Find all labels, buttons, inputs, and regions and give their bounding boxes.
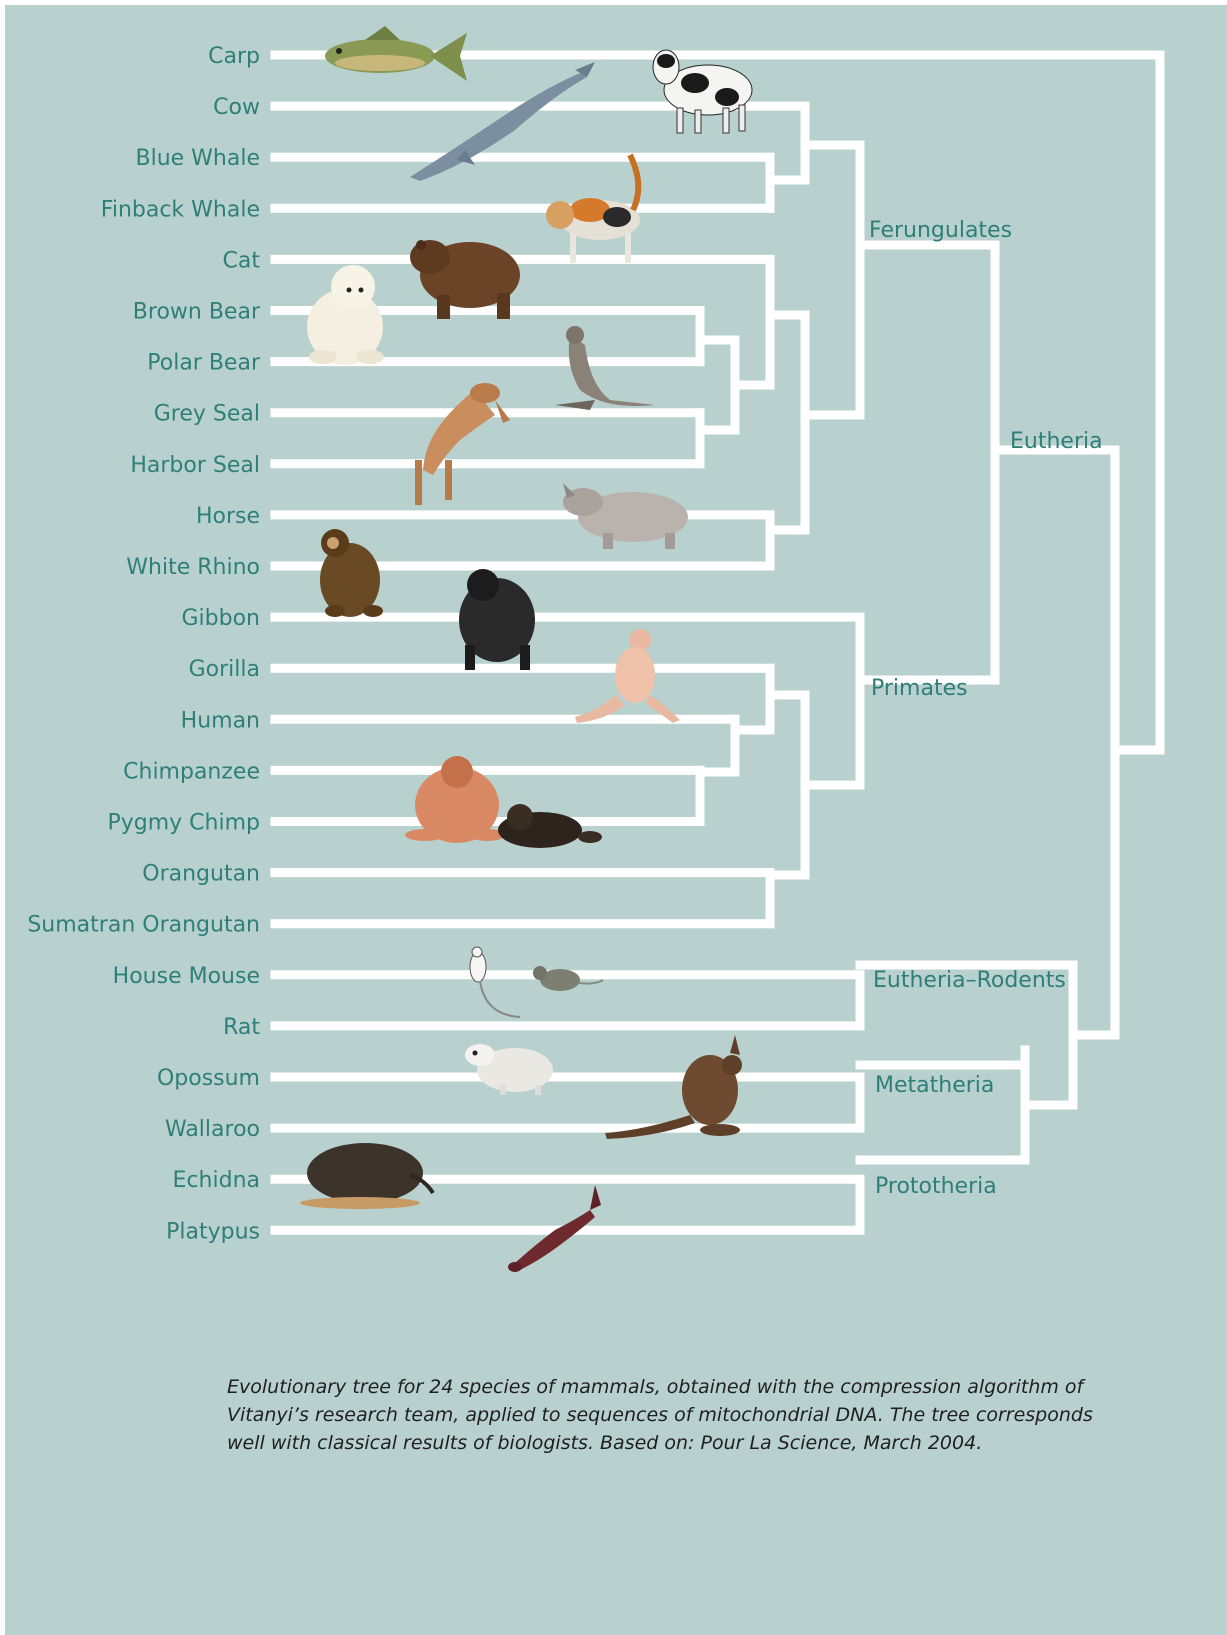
species-label-finback-whale: Finback Whale (101, 197, 260, 222)
species-label-harbor-seal: Harbor Seal (130, 453, 260, 478)
animal-illustrations (300, 26, 752, 1272)
cow-icon (653, 50, 752, 133)
species-label-echidna: Echidna (173, 1168, 260, 1193)
species-label-gibbon: Gibbon (182, 606, 261, 631)
species-label-carp: Carp (208, 44, 260, 69)
species-label-orangutan: Orangutan (142, 862, 260, 887)
species-label-white-rhino: White Rhino (126, 555, 260, 580)
species-label-rat: Rat (223, 1015, 260, 1040)
human-icon (575, 629, 680, 723)
clade-label-primates: Primates (871, 676, 968, 701)
species-label-cat: Cat (223, 248, 261, 273)
tree-branches (275, 55, 1160, 1230)
whale-icon (410, 62, 595, 181)
rhino-icon (563, 483, 688, 549)
seal-icon (555, 326, 655, 410)
species-label-blue-whale: Blue Whale (135, 146, 260, 171)
species-label-sumatran-orangutan: Sumatran Orangutan (27, 913, 260, 938)
fish-icon (325, 26, 467, 81)
species-label-gorilla: Gorilla (189, 657, 260, 682)
species-label-cow: Cow (213, 95, 260, 120)
species-label-opossum: Opossum (157, 1066, 260, 1091)
opossum-icon (465, 1044, 553, 1095)
clade-label-eutheria: Eutheria (1010, 429, 1103, 454)
species-label-house-mouse: House Mouse (113, 964, 260, 989)
species-label-polar-bear: Polar Bear (147, 351, 261, 376)
gibbon-icon (320, 529, 383, 617)
horse-icon (415, 383, 510, 505)
species-label-platypus: Platypus (166, 1219, 260, 1244)
clade-label-ferungulates: Ferungulates (869, 218, 1012, 243)
figure-caption: Evolutionary tree for 24 species of mamm… (227, 1373, 1107, 1457)
clade-label-eutheria-rodents: Eutheria–Rodents (873, 968, 1066, 993)
species-label-brown-bear: Brown Bear (133, 300, 261, 325)
clade-label-prototheria: Prototheria (875, 1174, 997, 1199)
species-label-chimpanzee: Chimpanzee (123, 759, 260, 784)
echidna-icon (300, 1143, 433, 1209)
species-label-horse: Horse (196, 504, 260, 529)
species-label-pygmy-chimp: Pygmy Chimp (107, 811, 260, 836)
gorilla-icon (459, 569, 535, 670)
clade-label-metatheria: Metatheria (875, 1073, 994, 1098)
species-label-human: Human (181, 708, 260, 733)
wallaroo-icon (605, 1035, 742, 1139)
species-label-wallaroo: Wallaroo (165, 1117, 260, 1142)
polar-bear-icon (307, 265, 384, 365)
species-label-grey-seal: Grey Seal (154, 402, 260, 427)
mouse-icon (470, 947, 520, 1017)
cat-icon (546, 155, 640, 263)
